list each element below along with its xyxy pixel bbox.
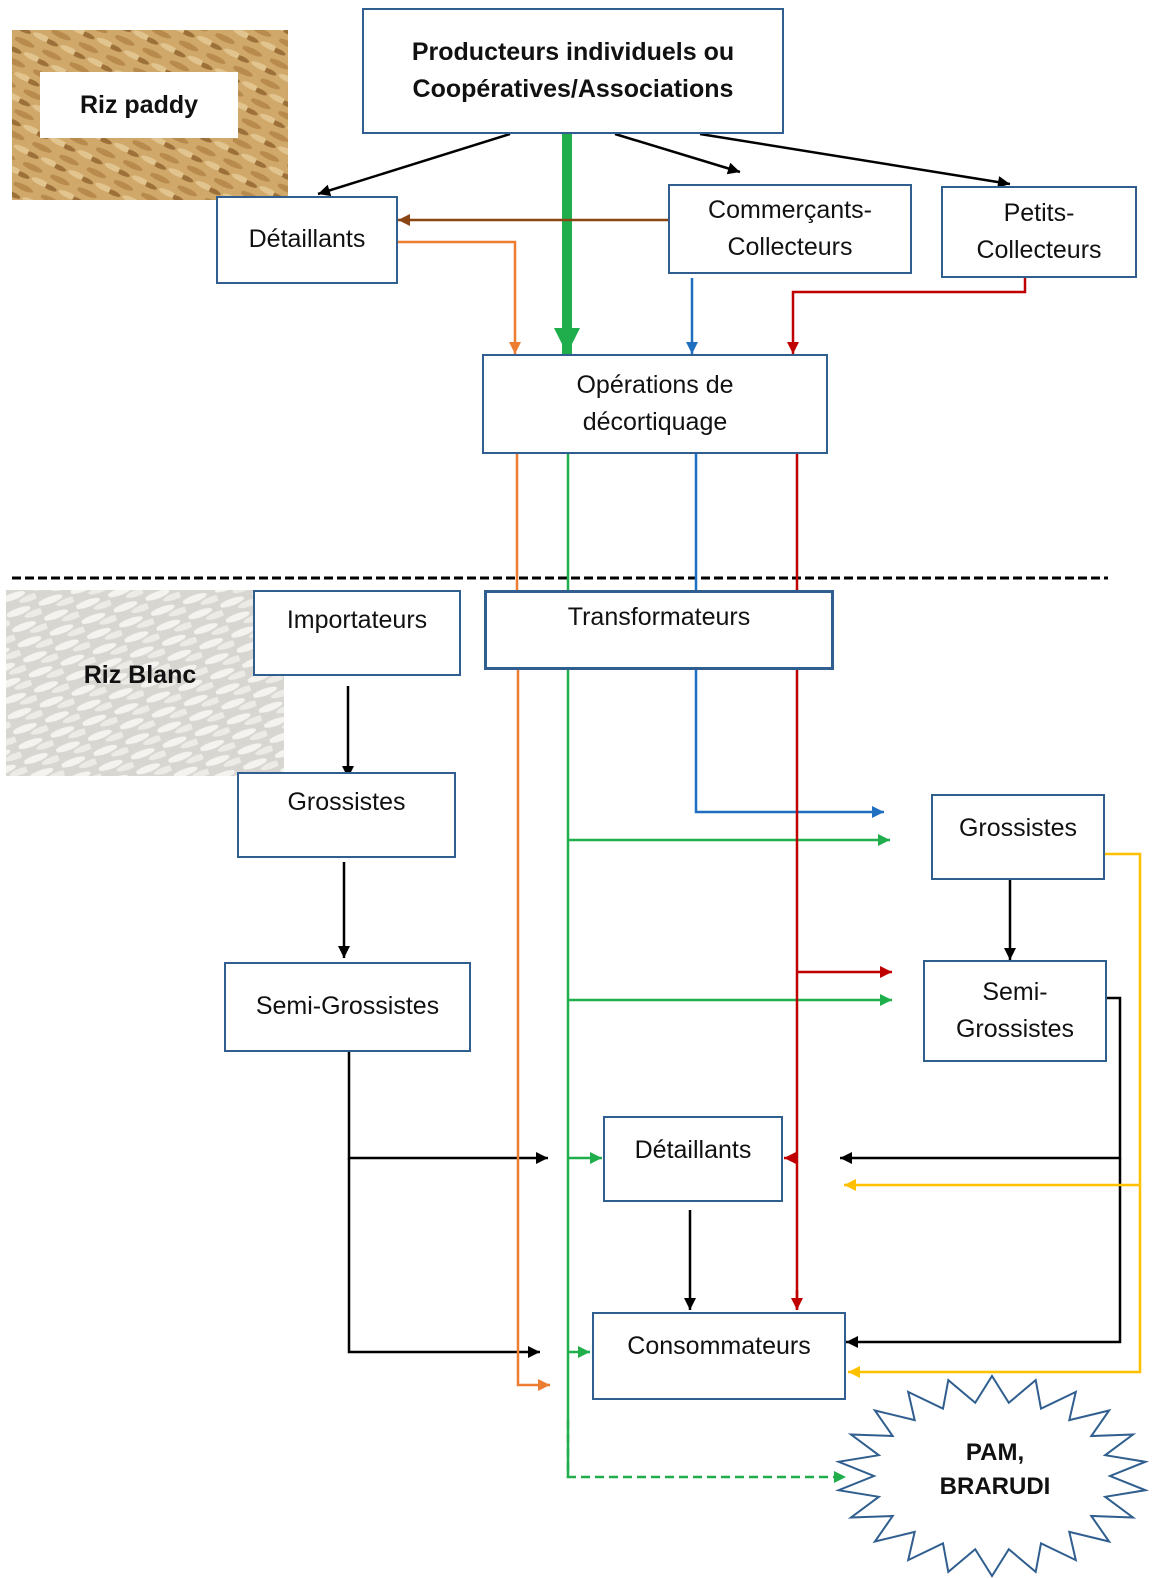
semi-grossistes-left-label: Semi-Grossistes bbox=[255, 992, 440, 1021]
transformateurs-label: Transformateurs bbox=[567, 603, 751, 631]
pam-brarudi-starburst bbox=[834, 1374, 1150, 1578]
edge-commercants-operations-blue bbox=[686, 278, 698, 354]
detaillants-top-label: Détaillants bbox=[248, 225, 366, 254]
riz-paddy-label: Riz paddy bbox=[79, 90, 199, 119]
importateurs-box: Importateurs bbox=[253, 590, 461, 676]
white-rice-photo bbox=[6, 590, 284, 776]
edge-semi-right-detaillants bbox=[840, 996, 1122, 1164]
grossistes-right-label: Grossistes bbox=[958, 814, 1078, 842]
edge-producteurs-operations-green bbox=[554, 134, 580, 354]
edge-semi-right-consommateurs bbox=[846, 1158, 1122, 1348]
edge-petits-operations-red bbox=[787, 278, 1027, 354]
edge-grossistes-right-semi-right bbox=[1004, 880, 1016, 960]
semi-grossistes-right-box: Semi- Grossistes bbox=[923, 960, 1107, 1062]
edge-green-semi-right bbox=[568, 994, 892, 1006]
edge-red-semi-right bbox=[797, 966, 892, 978]
semi-right-line2: Grossistes bbox=[955, 1015, 1075, 1043]
edge-grossistes-right-detaillants-yellow bbox=[844, 852, 1142, 1191]
edge-semi-left-consommateurs bbox=[347, 1158, 540, 1358]
producteurs-line1: Producteurs individuels ou bbox=[411, 37, 735, 66]
pam-line1: PAM, bbox=[965, 1439, 1025, 1466]
importateurs-label: Importateurs bbox=[286, 606, 428, 634]
commercants-collecteurs-box: Commerçants- Collecteurs bbox=[668, 184, 912, 274]
producteurs-line2: Coopératives/Associations bbox=[412, 75, 734, 103]
detaillants-top-box: Détaillants bbox=[216, 196, 398, 284]
petits-line1: Petits- bbox=[1003, 198, 1075, 227]
edge-blue-grossistes-right bbox=[694, 670, 884, 818]
consommateurs-box: Consommateurs bbox=[592, 1312, 846, 1400]
consommateurs-label: Consommateurs bbox=[627, 1332, 811, 1360]
grossistes-left-label: Grossistes bbox=[287, 788, 406, 816]
edge-green-grossistes-right bbox=[568, 834, 890, 846]
producteurs-box: Producteurs individuels ou Coopératives/A… bbox=[362, 8, 784, 134]
transformateurs-box: Transformateurs bbox=[484, 590, 834, 670]
pam-brarudi-label: PAM, BRARUDI bbox=[900, 1436, 1090, 1503]
edge-red-consommateurs bbox=[791, 1290, 803, 1310]
petits-collecteurs-box: Petits- Collecteurs bbox=[941, 186, 1137, 278]
operations-decortiquage-box: Opérations de décortiquage bbox=[482, 354, 828, 454]
edge-detaillants-consommateurs bbox=[684, 1210, 696, 1310]
edge-producteurs-commercants bbox=[614, 132, 741, 175]
edge-importateurs-grossistes bbox=[342, 686, 354, 778]
edge-green-consommateurs bbox=[568, 1346, 590, 1358]
edge-transformateurs-consommateurs-orange bbox=[516, 670, 550, 1391]
paddy-label-background bbox=[40, 72, 238, 138]
edge-green-detaillants bbox=[568, 1152, 602, 1164]
commercants-line2: Collecteurs bbox=[727, 233, 853, 261]
edge-commercants-detaillants-brown bbox=[398, 214, 668, 226]
riz-blanc-label: Riz Blanc bbox=[83, 660, 197, 689]
semi-right-line1: Semi- bbox=[982, 977, 1048, 1006]
petits-line2: Collecteurs bbox=[976, 236, 1102, 264]
edge-producteurs-detaillants bbox=[317, 132, 511, 197]
commercants-line1: Commerçants- bbox=[708, 195, 872, 224]
edge-red-detaillants bbox=[784, 1152, 797, 1164]
pam-line2: BRARUDI bbox=[939, 1472, 1051, 1500]
edge-producteurs-petits bbox=[699, 132, 1011, 189]
edge-green-pam-dashed bbox=[566, 1420, 846, 1483]
detaillants-bottom-label: Détaillants bbox=[634, 1136, 752, 1164]
detaillants-bottom-box: Détaillants bbox=[603, 1116, 783, 1202]
grossistes-right-box: Grossistes bbox=[931, 794, 1105, 880]
operations-line2: décortiquage bbox=[582, 408, 728, 436]
edge-grossistes-semi-left bbox=[338, 862, 350, 958]
semi-grossistes-left-box: Semi-Grossistes bbox=[224, 962, 471, 1052]
operations-line1: Opérations de bbox=[576, 370, 734, 399]
edge-grossistes-right-consommateurs-yellow bbox=[848, 1185, 1142, 1378]
edges bbox=[317, 132, 1142, 1483]
grossistes-left-box: Grossistes bbox=[237, 772, 456, 858]
edge-detaillants-operations-orange bbox=[398, 240, 521, 354]
